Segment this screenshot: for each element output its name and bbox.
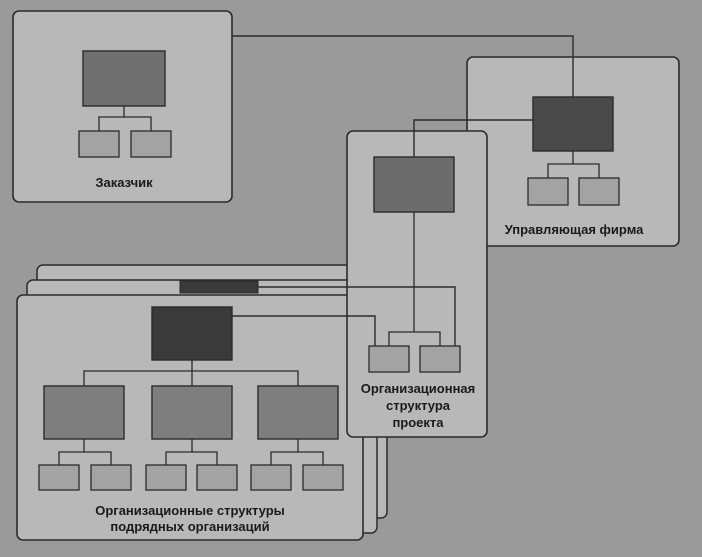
contractor-1-child-2 (90, 464, 132, 491)
customer-panel: Заказчик (12, 10, 233, 203)
project-child-node-2 (419, 345, 461, 373)
contractor-node-1 (43, 385, 125, 440)
project-panel: Организационная структура проекта (346, 130, 488, 438)
project-child-node-1 (368, 345, 410, 373)
contractor-1-tree-right (84, 451, 112, 465)
connector-project-to-contractors-head (232, 315, 376, 346)
contractor-node-3 (257, 385, 339, 440)
customer-child-node-2 (130, 130, 172, 158)
management-firm-child-node-2 (578, 177, 620, 206)
contractor-3-child-1 (250, 464, 292, 491)
contractor-2-tree (165, 439, 193, 465)
customer-head-node (82, 50, 166, 107)
contractors-tree-bar (83, 370, 299, 386)
contractor-1-child-1 (38, 464, 80, 491)
project-label-line-2: структура (386, 398, 451, 413)
management-firm-panel: Управляющая фирма (466, 56, 680, 247)
connector-project-to-management (413, 119, 533, 157)
project-head-node (373, 156, 455, 213)
contractor-2-child-2 (196, 464, 238, 491)
customer-tree-bar (98, 116, 152, 131)
contractor-3-tree-right (298, 451, 324, 465)
contractor-2-child-1 (145, 464, 187, 491)
connector-project-to-contractors-back (258, 286, 456, 346)
management-firm-label: Управляющая фирма (505, 222, 645, 237)
connector-customer-to-management (232, 35, 574, 97)
project-tree-bar (388, 331, 441, 346)
contractors-label-line-2: подрядных организаций (110, 519, 269, 534)
contractors-panel-stack: Организационные структуры подрядных орга… (16, 264, 388, 541)
contractor-node-2 (151, 385, 233, 440)
contractor-2-tree-right (192, 451, 218, 465)
contractor-3-child-2 (302, 464, 344, 491)
customer-child-node-1 (78, 130, 120, 158)
contractor-1-tree (58, 439, 85, 465)
contractors-back-head-bar (179, 280, 259, 294)
management-firm-child-node-1 (527, 177, 569, 206)
contractors-label-line-1: Организационные структуры (95, 503, 285, 518)
contractor-3-tree (270, 439, 299, 465)
management-firm-tree-bar (547, 163, 600, 178)
customer-label: Заказчик (95, 175, 153, 190)
contractors-head-node (151, 306, 233, 361)
project-label-line-3: проекта (392, 415, 444, 430)
project-label-line-1: Организационная (361, 381, 476, 396)
management-firm-head-node (532, 96, 614, 152)
